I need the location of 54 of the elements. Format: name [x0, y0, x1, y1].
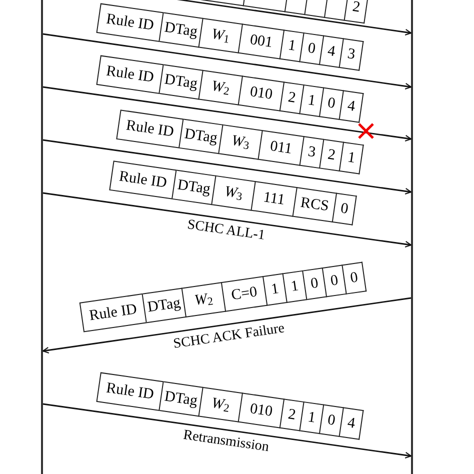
message-arrow — [42, 297, 412, 354]
packet-field: Rule ID — [116, 110, 184, 148]
packet-field: 1 — [263, 273, 288, 306]
lifeline — [41, 0, 43, 474]
packet-field: 2 — [344, 0, 369, 24]
packet-field: 011 — [258, 130, 304, 166]
packet-field: 1 — [300, 84, 324, 118]
message-arrow — [42, 86, 412, 142]
packet-field: 1 — [280, 30, 304, 62]
packet-field: 0 — [342, 262, 367, 294]
packet-field: 4 — [320, 35, 344, 68]
packet-field: 3 — [340, 38, 364, 71]
packet-field: W$_{1}$ — [199, 18, 244, 54]
packet-field: DTag — [160, 12, 204, 48]
packet-field: DTag — [172, 170, 216, 206]
packet-field: W$_{2}$ — [199, 387, 244, 422]
packet-field: RCS — [293, 187, 338, 223]
packet-field: C=0 — [222, 276, 268, 312]
packet-field: Rule ID — [109, 160, 177, 200]
packet-field: DTag — [160, 64, 204, 100]
packet-field: 0 — [300, 32, 324, 66]
packet-field: DTag — [142, 288, 187, 324]
packet-field: 2 — [280, 398, 304, 432]
packet-field: 1 — [283, 270, 308, 303]
packet-field: 0 — [322, 264, 347, 298]
packet-field: DTag — [179, 118, 224, 154]
packet-field: 4 — [340, 407, 364, 440]
packet-field: 0 — [303, 267, 328, 300]
packet-field: Rule ID — [96, 372, 164, 411]
packet-field: Rule ID — [96, 3, 164, 42]
packet-field: 2 — [280, 82, 304, 114]
packet-field: 0 — [332, 192, 357, 226]
message-arrow — [42, 403, 412, 459]
packet-field: 0 — [320, 404, 344, 437]
packet-field: 4 — [340, 90, 364, 123]
packet-field: 010 — [238, 392, 285, 428]
message-arrow — [42, 192, 412, 248]
packet-field: 111 — [252, 181, 298, 217]
packet-field: W$_{2}$ — [199, 70, 244, 106]
lifeline — [411, 0, 413, 474]
packet-field: Rule ID — [96, 55, 164, 94]
packet-field: 3 — [300, 136, 324, 169]
message-arrow — [42, 139, 412, 195]
packet-field: 001 — [238, 24, 285, 60]
packet-field: DTag — [160, 381, 204, 417]
packet-field: Rule ID — [79, 293, 147, 332]
message-arrow — [42, 33, 412, 90]
packet-field: 010 — [238, 76, 285, 112]
packet-field: W$_{3}$ — [212, 175, 256, 211]
packet-field: 1 — [300, 402, 324, 434]
packet-field: 2 — [320, 139, 344, 172]
packet-field: 0 — [320, 87, 344, 120]
packet-field: W$_{3}$ — [219, 124, 263, 160]
packet-field: 1 — [340, 142, 364, 174]
